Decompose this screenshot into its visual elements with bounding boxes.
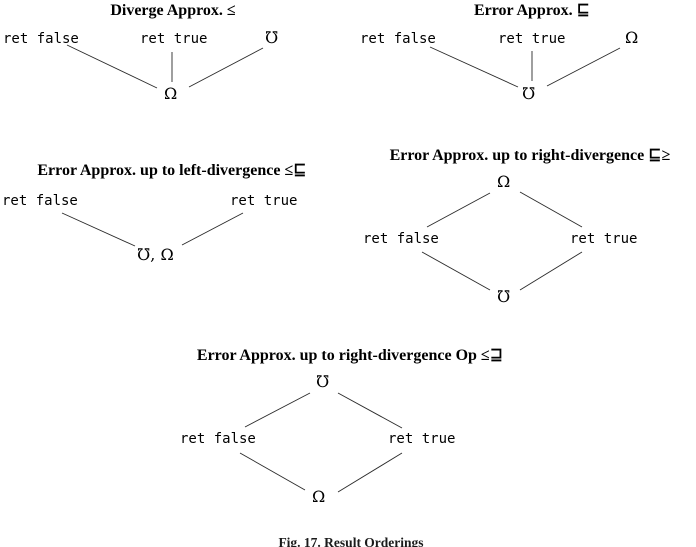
node-mho-symbol: ℧ bbox=[265, 28, 279, 47]
edge bbox=[337, 452, 403, 493]
hasse-edges bbox=[61, 212, 244, 247]
diagram-title: Error Approx. up to right-divergence ⊑≥ bbox=[389, 147, 671, 164]
diagram-title: Diverge Approx. ≤ bbox=[110, 2, 236, 19]
edge bbox=[426, 192, 491, 228]
node-ret-true: ret true bbox=[388, 431, 456, 447]
node-omega-symbol: Ω bbox=[164, 84, 178, 103]
diagram-error-approx-left-divergence: Error Approx. up to left-divergence ≤⊑ r… bbox=[0, 160, 348, 275]
node-ret-false: ret false bbox=[2, 193, 78, 209]
node-ret-false: ret false bbox=[360, 31, 436, 47]
edge bbox=[61, 212, 136, 247]
node-mho-symbol: ℧ bbox=[316, 372, 330, 391]
edge bbox=[66, 44, 158, 89]
edge bbox=[429, 46, 519, 88]
node-omega-symbol: Ω bbox=[312, 487, 326, 506]
node-mho-symbol: ℧ bbox=[522, 84, 536, 103]
node-ret-false: ret false bbox=[363, 231, 439, 247]
diagram-title: Error Approx. ⊑ bbox=[473, 2, 591, 19]
edge bbox=[244, 392, 311, 428]
node-ret-false: ret false bbox=[3, 31, 79, 47]
edge bbox=[519, 251, 583, 291]
node-ret-true: ret true bbox=[498, 31, 566, 47]
node-omega-symbol: Ω bbox=[625, 28, 639, 47]
figure-caption: Fig. 17. Result Orderings bbox=[278, 535, 424, 547]
edge bbox=[239, 452, 306, 491]
hasse-edges bbox=[239, 392, 403, 493]
diagram-error-approx-right-divergence-op: Error Approx. up to right-divergence Op … bbox=[150, 330, 550, 530]
diagram-title: Error Approx. up to right-divergence Op … bbox=[196, 347, 504, 364]
node-ret-true: ret true bbox=[570, 231, 638, 247]
edge bbox=[421, 251, 491, 291]
diagram-title: Error Approx. up to left-divergence ≤⊑ bbox=[37, 162, 307, 179]
edge bbox=[181, 212, 244, 246]
edge bbox=[337, 392, 403, 429]
node-mho-omega-symbols: ℧, Ω bbox=[137, 245, 174, 264]
diagram-error-approx: Error Approx. ⊑ ret false ret true Ω ℧ bbox=[349, 0, 689, 112]
node-ret-true: ret true bbox=[140, 31, 208, 47]
hasse-edges bbox=[66, 44, 264, 89]
node-mho-symbol: ℧ bbox=[497, 287, 511, 306]
node-omega-symbol: Ω bbox=[497, 172, 511, 191]
diagram-diverge-approx: Diverge Approx. ≤ ret false ret true ℧ Ω bbox=[0, 0, 340, 112]
hasse-edges bbox=[421, 191, 583, 291]
diagram-error-approx-right-divergence: Error Approx. up to right-divergence ⊑≥ … bbox=[330, 140, 696, 315]
node-ret-true: ret true bbox=[230, 193, 298, 209]
edge bbox=[188, 47, 264, 88]
edge bbox=[546, 47, 621, 87]
hasse-edges bbox=[429, 46, 621, 88]
node-ret-false: ret false bbox=[180, 431, 256, 447]
edge bbox=[519, 191, 583, 228]
